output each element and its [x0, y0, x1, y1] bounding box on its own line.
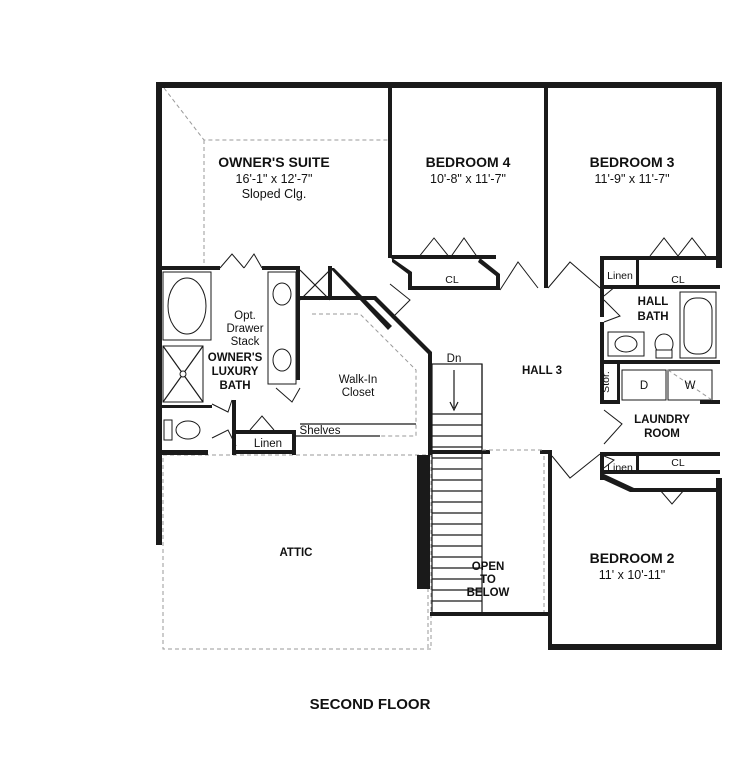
drawer-stack-line3: Stack — [231, 336, 260, 348]
owners-suite-note: Sloped Clg. — [242, 187, 307, 201]
laundry-line1: LAUNDRY — [634, 414, 690, 426]
closet-label-bed3: CL — [671, 274, 685, 286]
walk-in-line1: Walk-In — [339, 374, 378, 386]
storage-label: Stor. — [600, 371, 612, 393]
room-labels: OWNER'S SUITE 16'-1" x 12'-7" Sloped Clg… — [208, 154, 690, 599]
owners-bath-line2: LUXURY — [212, 366, 259, 378]
closet-label-bed4: CL — [445, 274, 459, 286]
plan-title: SECOND FLOOR — [310, 696, 431, 713]
fixtures — [162, 271, 717, 441]
linen-label-bath: Linen — [607, 270, 633, 282]
washer-label: W — [685, 380, 696, 392]
drawer-stack-line1: Opt. — [234, 310, 256, 322]
bedroom4-size: 10'-8" x 11'-7" — [430, 172, 506, 186]
open-below-line1: OPEN — [472, 561, 505, 573]
hall-name: HALL 3 — [522, 365, 562, 377]
shelves-label: Shelves — [300, 425, 341, 437]
closet-label-bed2: CL — [671, 457, 685, 469]
owners-bath-line1: OWNER'S — [208, 352, 263, 364]
linen-label-owner: Linen — [254, 438, 282, 450]
owners-suite-name: OWNER'S SUITE — [218, 154, 329, 170]
stairs-down-label: Dn — [447, 353, 462, 365]
dryer-label: D — [640, 380, 648, 392]
owners-bath-line3: BATH — [219, 380, 250, 392]
bedroom3-name: BEDROOM 3 — [590, 154, 675, 170]
linen-label-laundry: Linen — [607, 462, 633, 474]
hall-bath-line2: BATH — [637, 311, 668, 323]
bedroom2-size: 11' x 10'-11" — [599, 568, 665, 582]
drawer-stack-line2: Drawer — [226, 323, 263, 335]
open-below-line3: BELOW — [467, 587, 510, 599]
interior-walls — [156, 82, 720, 492]
doors — [211, 237, 707, 505]
attic-name: ATTIC — [279, 547, 312, 559]
owners-suite-size: 16'-1" x 12'-7" — [236, 172, 313, 186]
small-labels: CL CL CL Linen Linen Linen Shelves Stor.… — [254, 270, 696, 474]
staircase — [431, 363, 545, 615]
bedroom2-name: BEDROOM 2 — [590, 550, 675, 566]
dashed-lines — [162, 87, 432, 650]
bedroom4-name: BEDROOM 4 — [426, 154, 511, 170]
hall-bath-line1: HALL — [638, 296, 669, 308]
bedroom3-size: 11'-9" x 11'-7" — [594, 172, 669, 186]
walk-in-line2: Closet — [342, 387, 375, 399]
laundry-line2: ROOM — [644, 428, 680, 440]
open-below-line2: TO — [480, 574, 496, 586]
